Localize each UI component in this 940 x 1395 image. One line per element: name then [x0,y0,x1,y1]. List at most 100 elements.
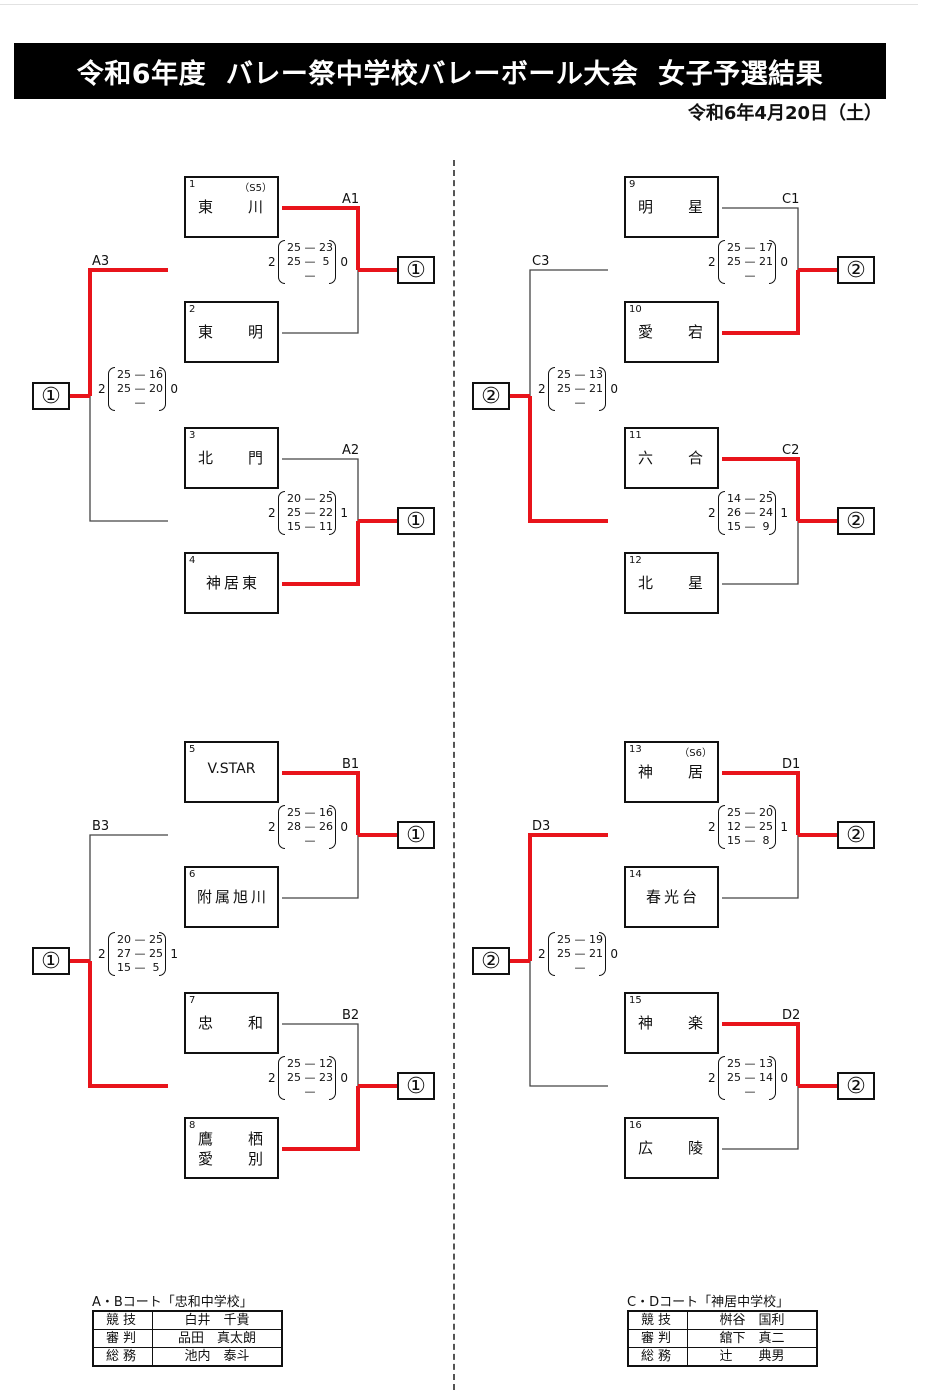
set-score-right [318,1085,334,1099]
set-score-row: 15—11 [286,520,334,534]
team-number: 2 [189,304,196,315]
set-score-left: 25 [727,255,741,268]
set-score-dash: — [744,1057,756,1070]
final-rank-box: ① [32,382,70,410]
set-score-right: 20 [149,382,163,395]
sets-won-left: 2 [98,947,106,961]
team-number: 14 [629,869,642,880]
final-rank-box: ② [472,382,510,410]
bracket-paren-left [278,805,285,849]
bracket-paren-left [548,367,555,411]
final-rank-box: ① [32,947,70,975]
bracket-paren-left [108,932,115,976]
set-score-dash: — [304,1071,316,1084]
set-score-right: 11 [319,520,333,533]
staff-table-cd: C・Dコート「神居中学校」 競技桝谷 国利 審判舘下 真二 総務辻 典男 [627,1291,818,1367]
match-label: B3 [92,819,110,834]
set-score-left: 25 [287,241,301,254]
staff-person: 池内 泰斗 [152,1347,283,1367]
staff-role: 競技 [92,1310,153,1330]
set-score-row: 25—17 [726,241,774,255]
sets-won-right: 0 [170,382,178,396]
staff-role: 審判 [627,1329,688,1348]
team-name: 鷹 栖 愛 別 [197,1130,273,1168]
set-score-left: 25 [727,241,741,254]
team-name: 忠 和 [197,1014,273,1032]
match-line-top [282,458,359,521]
set-score-left: 25 [117,368,131,381]
page-title: 令和6年度 バレー祭中学校バレーボール大会 女子予選結果 [14,43,886,99]
set-score-row: 25—12 [286,1057,334,1071]
set-score-row: 25—19 [556,933,604,947]
set-score-row: — [556,961,604,975]
set-score-row: 25—22 [286,506,334,520]
set-score-right: 16 [319,806,333,819]
match-rank-box: ① [397,1072,435,1100]
set-score-dash: — [304,520,316,533]
set-score-right: 23 [319,1071,333,1084]
set-score-row: 25—23 [286,1071,334,1085]
set-score-left [556,961,572,975]
match-rank-box: ① [397,821,435,849]
set-score-left: 14 [727,492,741,505]
set-score-right [588,961,604,975]
set-score-row: — [556,396,604,410]
set-score-row: — [286,1085,334,1099]
team-number: 4 [189,555,196,566]
sets-won-right: 0 [610,947,618,961]
set-score-left: 25 [287,506,301,519]
match-line-bottom [722,521,799,585]
final-line-bottom [529,961,608,1087]
bracket-paren-left [278,491,285,535]
set-score-right [148,396,164,410]
set-score-row: 25—21 [726,255,774,269]
match-line-bottom [282,835,359,899]
set-score-dash: — [134,368,146,381]
sets-won-right: 0 [780,255,788,269]
set-score-right: 23 [319,241,333,254]
team-name: V.STAR [207,761,256,777]
set-score-row: 25—16 [286,806,334,820]
set-score-left: 25 [287,1057,301,1070]
staff-role: 審判 [92,1329,153,1348]
set-score-right: 22 [319,506,333,519]
staff-row: 競技桝谷 国利 [627,1310,818,1330]
staff-caption: C・Dコート「神居中学校」 [627,1295,790,1310]
staff-caption: A・Bコート「忠和中学校」 [92,1295,253,1310]
team-name: 明 星 [637,198,713,216]
set-score-row: 15—8 [726,834,774,848]
staff-person: 品田 真太朗 [152,1329,283,1348]
set-score-row: 25—5 [286,255,334,269]
set-score-left: 28 [287,820,301,833]
set-score-row: 20—25 [116,933,164,947]
team-number: 5 [189,744,196,755]
bracket-paren-left [718,805,725,849]
set-score-dash: — [574,368,586,381]
set-score-dash: — [574,382,586,395]
match-rank-box: ② [837,1072,875,1100]
sets-won-right: 0 [340,255,348,269]
match-rank-box: ② [837,821,875,849]
set-score-dash: — [744,241,756,254]
sets-won-left: 2 [268,255,276,269]
sets-won-right: 1 [780,820,788,834]
team-name: 広 陵 [637,1139,713,1157]
set-score-dash: — [304,806,316,819]
team-number: 3 [189,430,196,441]
set-score-dash: — [304,1085,316,1098]
bracket-paren-left [548,932,555,976]
